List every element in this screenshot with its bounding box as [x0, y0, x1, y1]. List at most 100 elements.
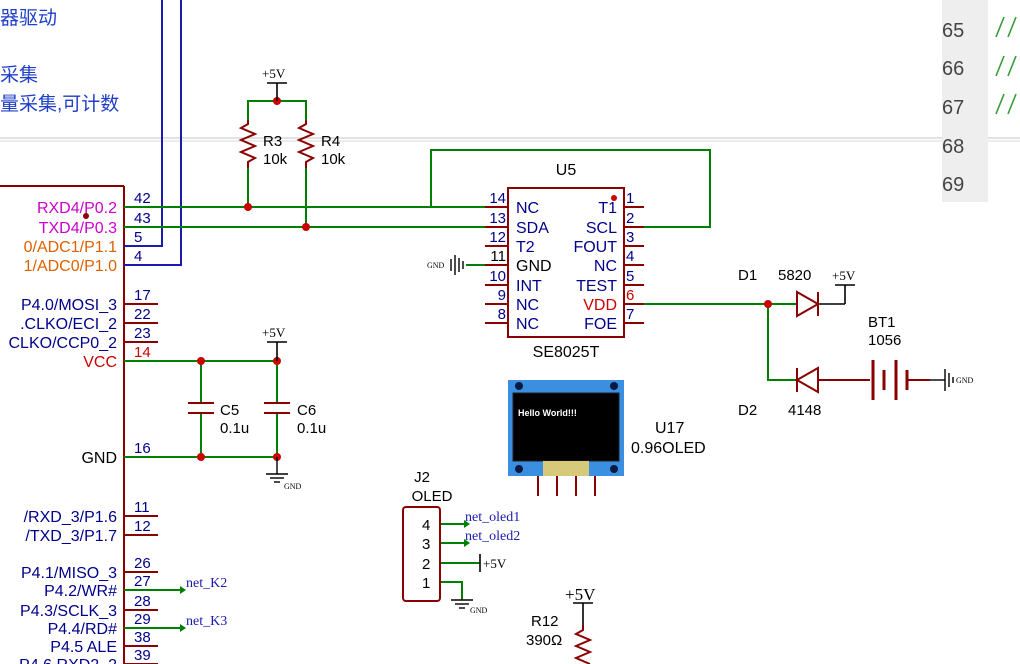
- power-label-5v: +5V: [262, 325, 286, 340]
- u5-pin-name: FOE: [584, 316, 617, 333]
- u5-pin-number: 12: [489, 229, 506, 246]
- r3-value: 10k: [263, 151, 288, 168]
- wires: [124, 100, 797, 629]
- c5-ref: C5: [220, 402, 239, 419]
- mcu-pin-number: 22: [134, 306, 151, 323]
- mcu-pin-name: P4.5 ALE: [50, 639, 117, 656]
- u5-pin-name: NC: [516, 200, 539, 217]
- u5-pin-name: INT: [516, 278, 542, 295]
- r12-ref: R12: [531, 613, 559, 630]
- u5-pin-name: T1: [598, 200, 617, 217]
- mcu-pin: 12/TXD_3/P1.7: [25, 518, 158, 545]
- u5-pin-number: 9: [498, 287, 506, 304]
- r12-value: 390Ω: [526, 632, 562, 649]
- u5-pin-number: 4: [626, 248, 634, 265]
- mcu-pin-name: /TXD_3/P1.7: [25, 528, 117, 545]
- mcu-pin-list: 42RXD4/P0.243TXD4/P0.350/ADC1/P1.141/ADC…: [9, 190, 158, 664]
- r3-ref: R3: [263, 133, 282, 150]
- power-label-5v: +5V: [832, 268, 856, 283]
- u5-pin-name: FOUT: [573, 239, 617, 256]
- r4-value: 10k: [321, 151, 346, 168]
- u5-pin-name: NC: [516, 297, 539, 314]
- u5-pin-number: 2: [626, 210, 634, 227]
- d2-value: 4148: [788, 402, 821, 419]
- u5-pin-number: 6: [626, 287, 634, 304]
- u5-pin-list: 14NC13SDA12T211GND10INT9NC8NC1T12SCL3FOU…: [485, 190, 644, 333]
- battery-bt1: [871, 360, 930, 400]
- mcu-pin-number: 43: [134, 210, 151, 227]
- mcu-pin-number: 38: [134, 629, 151, 646]
- line-number: 66: [942, 58, 964, 80]
- power-symbols: [267, 82, 855, 625]
- oled-screen: [512, 392, 620, 462]
- j2-pin: 2: [422, 556, 430, 573]
- j2-ref: J2: [414, 469, 430, 486]
- u5-pin-number: 13: [489, 210, 506, 227]
- resistor-r3: [238, 120, 258, 168]
- mcu-pin-name: 0/ADC1/P1.1: [24, 239, 117, 256]
- c6-value: 0.1u: [297, 420, 326, 437]
- bt1-ref: BT1: [868, 314, 896, 331]
- u5-ref: U5: [556, 162, 577, 179]
- c6-ref: C6: [297, 402, 316, 419]
- d2-ref: D2: [738, 402, 757, 419]
- mcu-pin-number: 28: [134, 593, 151, 610]
- j2-pin: 3: [422, 536, 430, 553]
- net-label: net_oled2: [465, 529, 520, 544]
- mcu-pin-name: P4.2/WR#: [44, 583, 117, 600]
- u5-pin-name: NC: [516, 316, 539, 333]
- mcu-pin-number: 12: [134, 518, 151, 535]
- u5-pin-number: 3: [626, 229, 634, 246]
- connector-j2: J2 OLED 4 3 2 1: [402, 469, 453, 602]
- power-label-5v: +5V: [483, 556, 507, 571]
- u5-pin-number: 8: [498, 306, 506, 323]
- u5-pin1-marker: [611, 195, 617, 201]
- mcu: 42RXD4/P0.243TXD4/P0.350/ADC1/P1.141/ADC…: [0, 185, 158, 664]
- mcu-pin-number: 39: [134, 647, 151, 664]
- u5-pin-name: SCL: [586, 220, 617, 237]
- u5-pin-name: GND: [516, 258, 552, 275]
- mcu-pin-name: RXD4/P0.2: [37, 200, 117, 217]
- u5-pin-number: 7: [626, 306, 634, 323]
- power-label-5v: +5V: [262, 66, 286, 81]
- mcu-pin-number: 11: [134, 499, 150, 516]
- u5-pin-number: 11: [490, 248, 506, 265]
- mcu-pin-name: P4.1/MISO_3: [21, 565, 117, 582]
- u5-pin-number: 5: [626, 268, 634, 285]
- j2-name: OLED: [412, 488, 453, 505]
- code-panel-gutter: [942, 0, 988, 202]
- mcu-pin: 39P4.6 RXD2_2: [19, 647, 158, 664]
- u5-left-pin: 8NC: [485, 306, 539, 333]
- j2-body: [402, 506, 441, 602]
- mcu-pin: 11/RXD_3/P1.6: [24, 499, 158, 526]
- power-label-5v: +5V: [565, 585, 596, 604]
- oled-ref: U17: [655, 420, 684, 437]
- u5-body: [507, 187, 625, 338]
- u5-pin-name: SDA: [516, 220, 549, 237]
- gnd-symbols: [266, 255, 954, 609]
- net-arrows: [180, 520, 470, 632]
- line-number: 68: [942, 136, 964, 158]
- u5-pin-number: 14: [489, 190, 506, 207]
- mcu-pin-number: 27: [134, 573, 151, 590]
- net-label: net_oled1: [465, 510, 520, 525]
- mcu-pin-name: TXD4/P0.3: [39, 220, 117, 237]
- mcu-pin-number: 16: [134, 440, 151, 457]
- diode-d1: [796, 290, 821, 318]
- mcu-pin-name: GND: [81, 450, 117, 467]
- note-line: 采集: [0, 64, 38, 86]
- u5-pin-number: 10: [489, 268, 506, 285]
- bus-wire-p11: [124, 0, 163, 247]
- line-number: 67: [942, 97, 964, 119]
